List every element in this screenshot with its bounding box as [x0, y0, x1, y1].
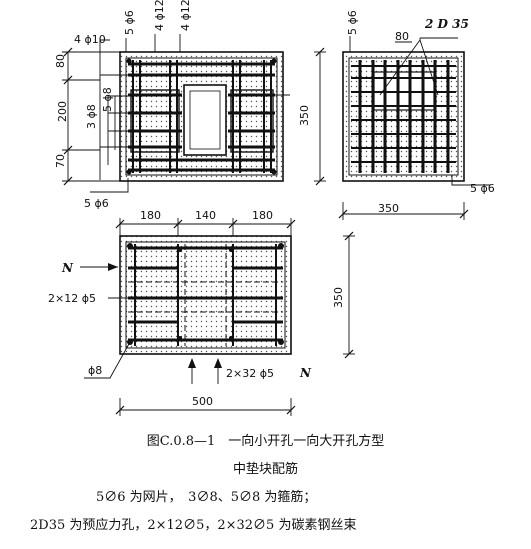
- dim-80: 80: [54, 54, 67, 68]
- block-inner: [348, 57, 459, 176]
- label-2x12-phi5: 2×12 ϕ5: [48, 292, 96, 305]
- label-4phi12-b: 4 ϕ12: [179, 0, 192, 31]
- label-phi8: ϕ8: [88, 364, 102, 377]
- dim-80-right: 80: [395, 30, 409, 43]
- label-5phi8: 5 ϕ8: [101, 87, 114, 112]
- bottom-view: 180 140 180 N 2×12 ϕ5 ϕ8 2×32 ϕ5 N 350 5…: [48, 209, 355, 416]
- reinforcement-drawing: 5 ϕ6 4 ϕ12 4 ϕ12 4 ϕ10 80 200 70 3 ϕ8 5 …: [48, 0, 495, 416]
- stirrup-left: [130, 89, 180, 153]
- small-opening: [183, 84, 227, 156]
- figure-note-line2: 2D35 为预应力孔，2×12∅5，2×32∅5 为碳素钢丝束: [30, 518, 357, 533]
- label-2d35: 2 D 35: [424, 17, 469, 31]
- label-N-left: N: [61, 261, 74, 275]
- bar-dots: [127, 243, 284, 345]
- vertical-bars: [132, 60, 272, 173]
- block-outline: [119, 235, 292, 355]
- dim-140: 140: [195, 209, 216, 222]
- vertical-bars: [134, 244, 277, 346]
- figure-caption-line2: 中垫块配筋: [232, 462, 298, 477]
- bar-dots: [126, 58, 277, 175]
- label-5phi6-bottom: 5 ϕ6: [84, 197, 109, 210]
- label-4phi10: 4 ϕ10: [74, 33, 106, 46]
- figure-caption-line1: 图C.0.8—1 一向小开孔一向大开孔方型: [146, 434, 385, 449]
- dim-180-left: 180: [140, 209, 161, 222]
- label-5phi6-top: 5 ϕ6: [346, 10, 359, 35]
- horizontal-bars: [128, 246, 283, 342]
- dim-200: 200: [56, 101, 69, 122]
- block-inner: [125, 57, 278, 176]
- dim-70: 70: [54, 154, 67, 168]
- horizontal-bars: [351, 65, 456, 163]
- small-opening-inner: [189, 90, 221, 150]
- label-4phi12-a: 4 ϕ12: [153, 0, 166, 31]
- dim-180-right: 180: [252, 209, 273, 222]
- top-left-view: 5 ϕ6 4 ϕ12 4 ϕ12 4 ϕ10 80 200 70 3 ϕ8 5 …: [54, 0, 326, 210]
- label-5phi6-bottom: 5 ϕ6: [470, 182, 495, 195]
- figure-note-line1: 5∅6 为网片， 3∅8、5∅8 为箍筋；: [96, 490, 317, 505]
- top-right-view: 5 ϕ6 2 D 35 80 350 5 ϕ6: [338, 10, 495, 220]
- label-N-bottom: N: [299, 366, 312, 380]
- block-inner: [125, 241, 286, 349]
- label-3phi8: 3 ϕ8: [85, 104, 98, 129]
- dim-500: 500: [192, 395, 213, 408]
- label-5phi6-top: 5 ϕ6: [123, 10, 136, 35]
- label-2x32-phi5: 2×32 ϕ5: [226, 367, 274, 380]
- dim-350-right: 350: [378, 202, 399, 215]
- dim-350-bottom: 350: [332, 287, 345, 308]
- stirrup-right: [230, 89, 274, 153]
- dim-350-left: 350: [298, 105, 311, 126]
- mesh-bars: [128, 62, 275, 172]
